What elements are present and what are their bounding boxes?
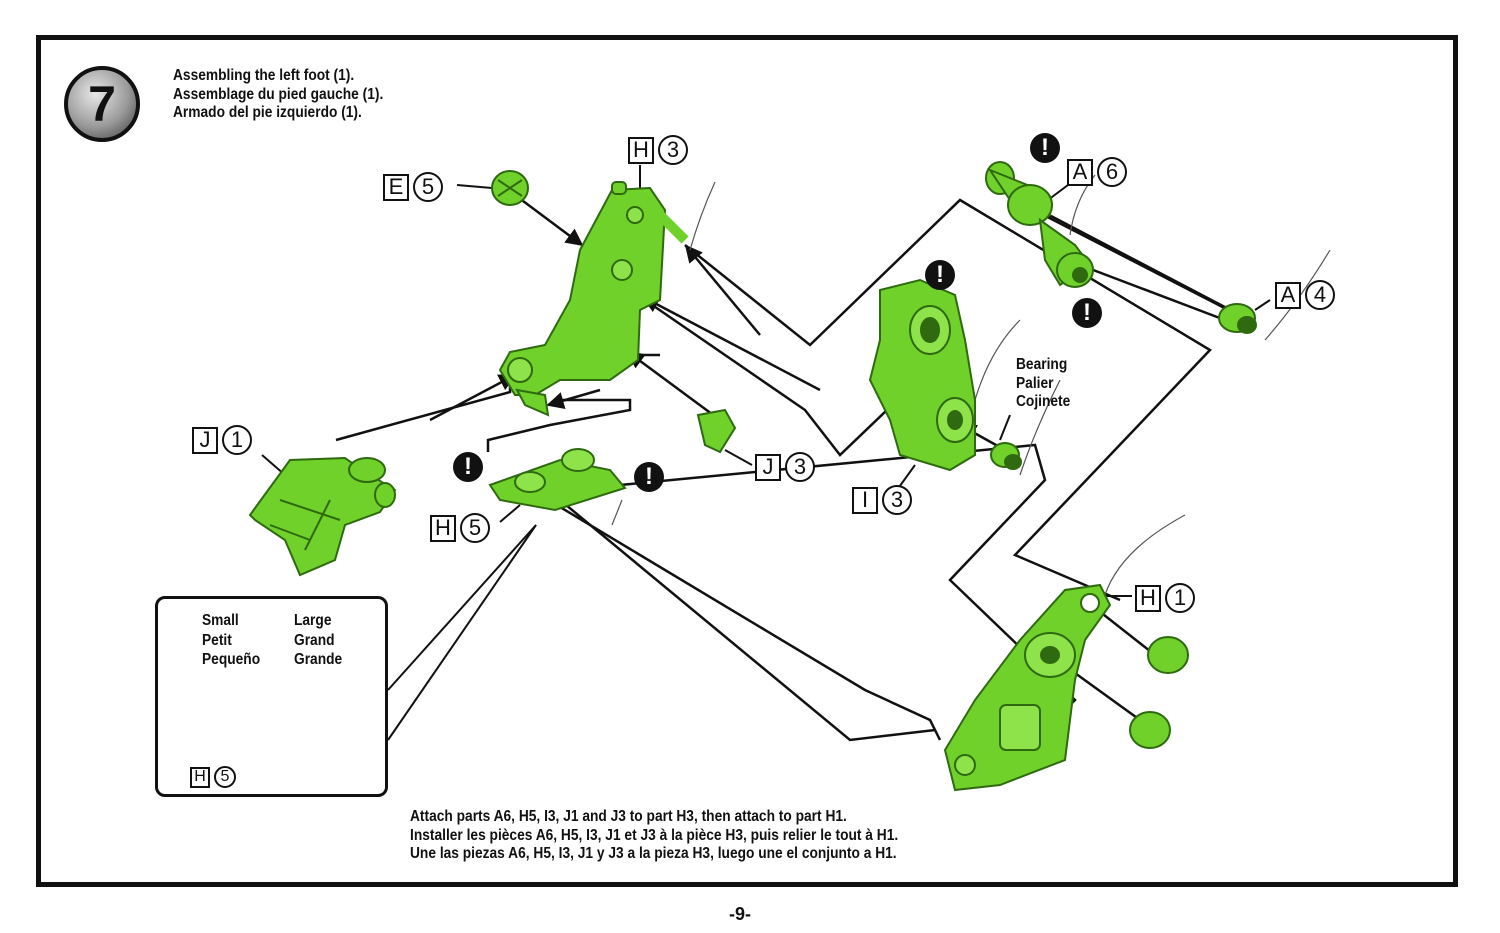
part-number: 4 xyxy=(1305,280,1335,310)
part-letter: J xyxy=(755,453,781,481)
instructions-es: Une las piezas A6, H5, I3, J1 y J3 a la … xyxy=(410,845,897,862)
assembly-arrows xyxy=(429,193,1241,722)
part-letter: H xyxy=(430,514,456,542)
leader-lines xyxy=(261,165,1271,741)
part-number: 5 xyxy=(214,766,236,788)
instructions-fr: Installer les pièces A6, H5, I3, J1 et J… xyxy=(410,826,899,844)
part-number: 1 xyxy=(1165,583,1195,613)
page-number: -9- xyxy=(729,904,751,924)
part-number: 3 xyxy=(658,135,688,165)
step-number-badge: 7 xyxy=(64,66,140,142)
instructions-en: Attach parts A6, H5, I3, J1 and J3 to pa… xyxy=(410,808,847,825)
part-number: 6 xyxy=(1097,157,1127,187)
part-letter: A xyxy=(1275,281,1301,309)
part-letter: I xyxy=(852,486,878,514)
part-letter: H xyxy=(1135,584,1161,612)
part-letter: E xyxy=(383,173,409,201)
callout-a6: A 6 xyxy=(1067,157,1127,187)
part-letter: H xyxy=(190,766,210,788)
warning-icon-a6: ! xyxy=(1030,133,1060,163)
part-number: 5 xyxy=(413,172,443,202)
instructions-text: Attach parts A6, H5, I3, J1 and J3 to pa… xyxy=(410,808,898,864)
inset-callout-h5: H 5 xyxy=(190,766,236,788)
part-number: 1 xyxy=(222,425,252,455)
callout-h1: H 1 xyxy=(1135,583,1195,613)
inset-detail-box xyxy=(155,596,388,797)
step-number: 7 xyxy=(88,76,116,132)
parts-artwork xyxy=(248,161,1257,792)
callout-j3: J 3 xyxy=(755,452,815,482)
title-en: Assembling the left foot (1). xyxy=(173,67,355,84)
inset-small-label: Small Petit Pequeño xyxy=(202,612,261,668)
title-es: Armado del pie izquierdo (1). xyxy=(173,104,362,121)
warning-icon-i3: ! xyxy=(925,260,955,290)
callout-j1: J 1 xyxy=(192,425,252,455)
bearing-label: Bearing Palier Cojinete xyxy=(1016,356,1071,410)
inset-large-label: Large Grand Grande xyxy=(294,612,343,668)
part-number: 3 xyxy=(882,485,912,515)
warning-icon-a6-bottom: ! xyxy=(1072,298,1102,328)
title-fr: Assemblage du pied gauche (1). xyxy=(173,85,384,103)
callout-e5: E 5 xyxy=(383,172,443,202)
warning-icon-h5-right: ! xyxy=(634,462,664,492)
callout-h5: H 5 xyxy=(430,513,490,543)
part-number: 5 xyxy=(460,513,490,543)
part-letter: H xyxy=(628,136,654,164)
instruction-frame xyxy=(36,35,1458,887)
step-title: Assembling the left foot (1). Assemblage… xyxy=(173,67,383,123)
part-letter: J xyxy=(192,426,218,454)
callout-a4: A 4 xyxy=(1275,280,1335,310)
callout-i3: I 3 xyxy=(852,485,912,515)
part-number: 3 xyxy=(785,452,815,482)
part-letter: A xyxy=(1067,158,1093,186)
callout-h3: H 3 xyxy=(628,135,688,165)
warning-icon-h5-left: ! xyxy=(453,452,483,482)
